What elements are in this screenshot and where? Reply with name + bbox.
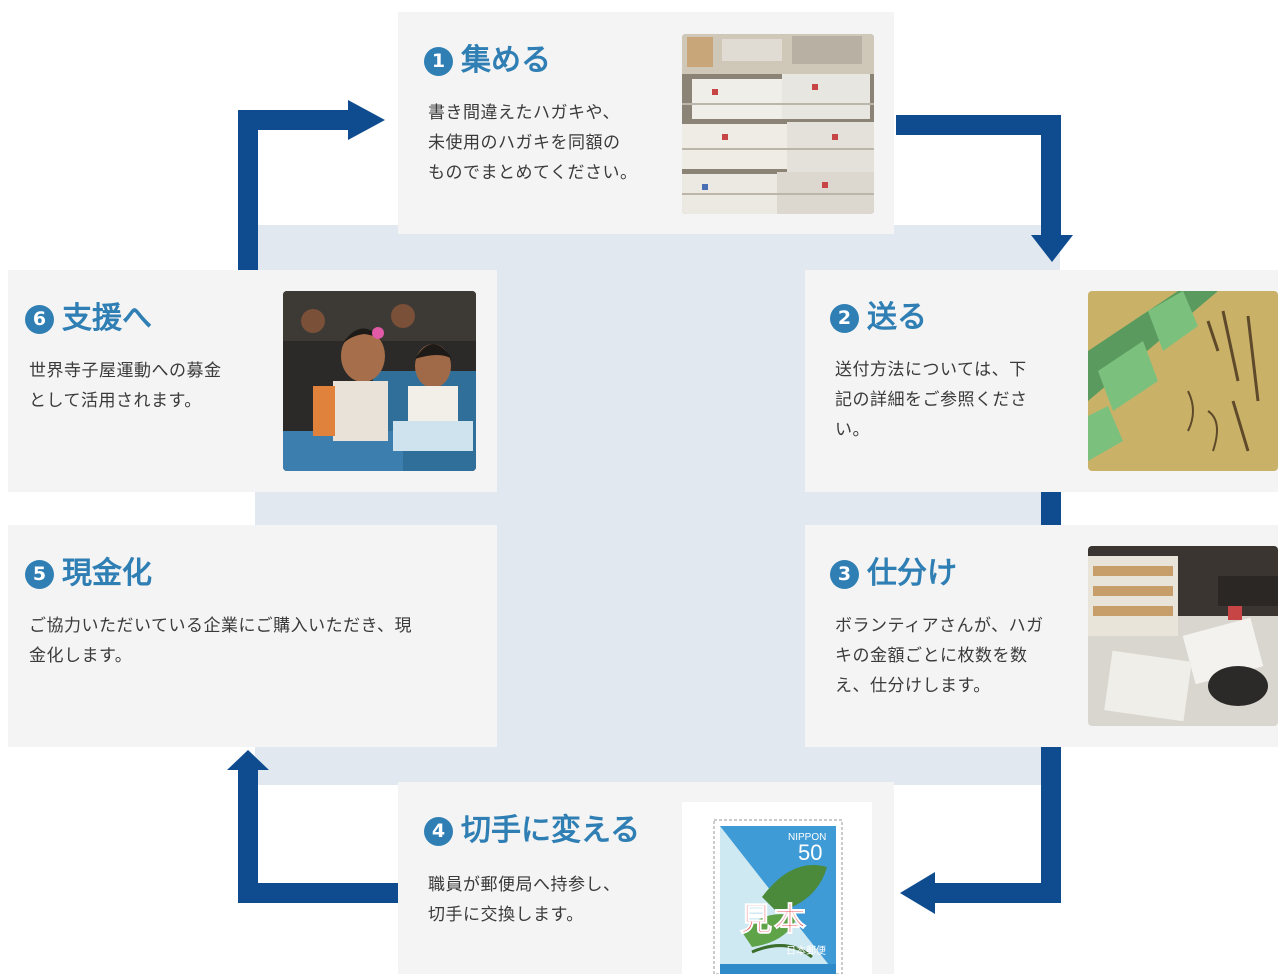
- step-6-card: 6 支援へ 世界寺子屋運動への募金 として活用されます。: [8, 270, 497, 492]
- step-3-title-text: 仕分け: [867, 556, 957, 591]
- step-6-number-badge: 6: [25, 304, 54, 334]
- step-1-line-2: 未使用のハガキを同額の: [428, 133, 621, 153]
- step-2-line-3: い。: [835, 420, 870, 440]
- arrow-2-to-3: [1041, 490, 1061, 526]
- stamp-sample-image: NIPPON 50 見本 日本郵便: [682, 802, 872, 974]
- step-2-line-1: 送付方法については、下: [835, 360, 1027, 380]
- step-5-number-badge: 5: [25, 559, 54, 589]
- addressed-envelope-photo: [1088, 291, 1278, 471]
- step-2-card: 2 送る 送付方法については、下 記の詳細をご参照くださ い。: [805, 270, 1278, 492]
- step-3-number-badge: 3: [830, 559, 859, 589]
- step-1-description: 書き間違えたハガキや、 未使用のハガキを同額の ものでまとめてください。: [428, 98, 638, 188]
- stamp-sample-mark: 見本: [739, 900, 809, 939]
- step-6-line-2: として活用されます。: [29, 391, 202, 411]
- step-5-title: 5 現金化: [25, 559, 152, 589]
- step-6-description: 世界寺子屋運動への募金 として活用されます。: [29, 356, 222, 416]
- arrow-6-to-1: [238, 100, 385, 270]
- step-5-line-2: 金化します。: [29, 646, 133, 666]
- step-5-card: 5 現金化 ご協力いただいている企業にご購入いただき、現 金化します。: [8, 525, 497, 747]
- step-3-description: ボランティアさんが、ハガ キの金額ごとに枚数を数 え、仕分けします。: [835, 611, 1044, 701]
- step-1-number-badge: 1: [424, 46, 453, 76]
- step-3-line-2: キの金額ごとに枚数を数: [835, 646, 1028, 666]
- stacked-postcards-photo: [682, 34, 874, 214]
- step-4-title: 4 切手に変える: [424, 816, 640, 846]
- sorting-postcards-photo: [1088, 546, 1278, 726]
- step-5-line-1: ご協力いただいている企業にご購入いただき、現: [29, 616, 412, 636]
- step-1-title-text: 集める: [461, 43, 551, 78]
- step-6-line-1: 世界寺子屋運動への募金: [29, 361, 222, 381]
- arrow-3-to-4: [900, 745, 1061, 914]
- stamp-issuer: 日本郵便: [786, 946, 826, 957]
- step-1-card: 1 集める 書き間違えたハガキや、 未使用のハガキを同額の ものでまとめてくださ…: [398, 12, 894, 234]
- step-4-card: 4 切手に変える 職員が郵便局へ持参し、 切手に交換します。 NIPPON 50…: [398, 782, 894, 974]
- step-1-line-1: 書き間違えたハガキや、: [428, 103, 620, 123]
- step-4-line-2: 切手に交換します。: [428, 905, 584, 925]
- step-4-line-1: 職員が郵便局へ持参し、: [428, 875, 621, 895]
- step-3-title: 3 仕分け: [830, 559, 957, 589]
- arrow-1-to-2: [896, 115, 1073, 262]
- step-2-line-2: 記の詳細をご参照くださ: [835, 390, 1028, 410]
- stamp-country: NIPPON: [788, 832, 827, 843]
- step-3-card: 3 仕分け ボランティアさんが、ハガ キの金額ごとに枚数を数 え、仕分けします。: [805, 525, 1278, 747]
- arrow-4-to-5: [227, 750, 398, 903]
- step-2-title: 2 送る: [830, 303, 927, 333]
- step-2-number-badge: 2: [830, 303, 859, 333]
- step-4-title-text: 切手に変える: [461, 813, 641, 848]
- step-3-line-3: え、仕分けします。: [835, 676, 991, 696]
- step-6-title: 6 支援へ: [25, 304, 152, 334]
- step-5-description: ご協力いただいている企業にご購入いただき、現 金化します。: [29, 611, 412, 671]
- step-6-title-text: 支援へ: [62, 301, 152, 336]
- step-4-number-badge: 4: [424, 816, 453, 846]
- step-2-title-text: 送る: [867, 300, 927, 335]
- step-5-title-text: 現金化: [62, 556, 152, 591]
- step-1-line-3: ものでまとめてください。: [428, 163, 638, 183]
- step-2-description: 送付方法については、下 記の詳細をご参照くださ い。: [835, 355, 1028, 445]
- step-4-description: 職員が郵便局へ持参し、 切手に交換します。: [428, 870, 621, 930]
- children-studying-photo: [283, 291, 476, 471]
- step-1-title: 1 集める: [424, 46, 551, 76]
- step-3-line-1: ボランティアさんが、ハガ: [835, 616, 1044, 636]
- stamp-value: 50: [798, 840, 823, 865]
